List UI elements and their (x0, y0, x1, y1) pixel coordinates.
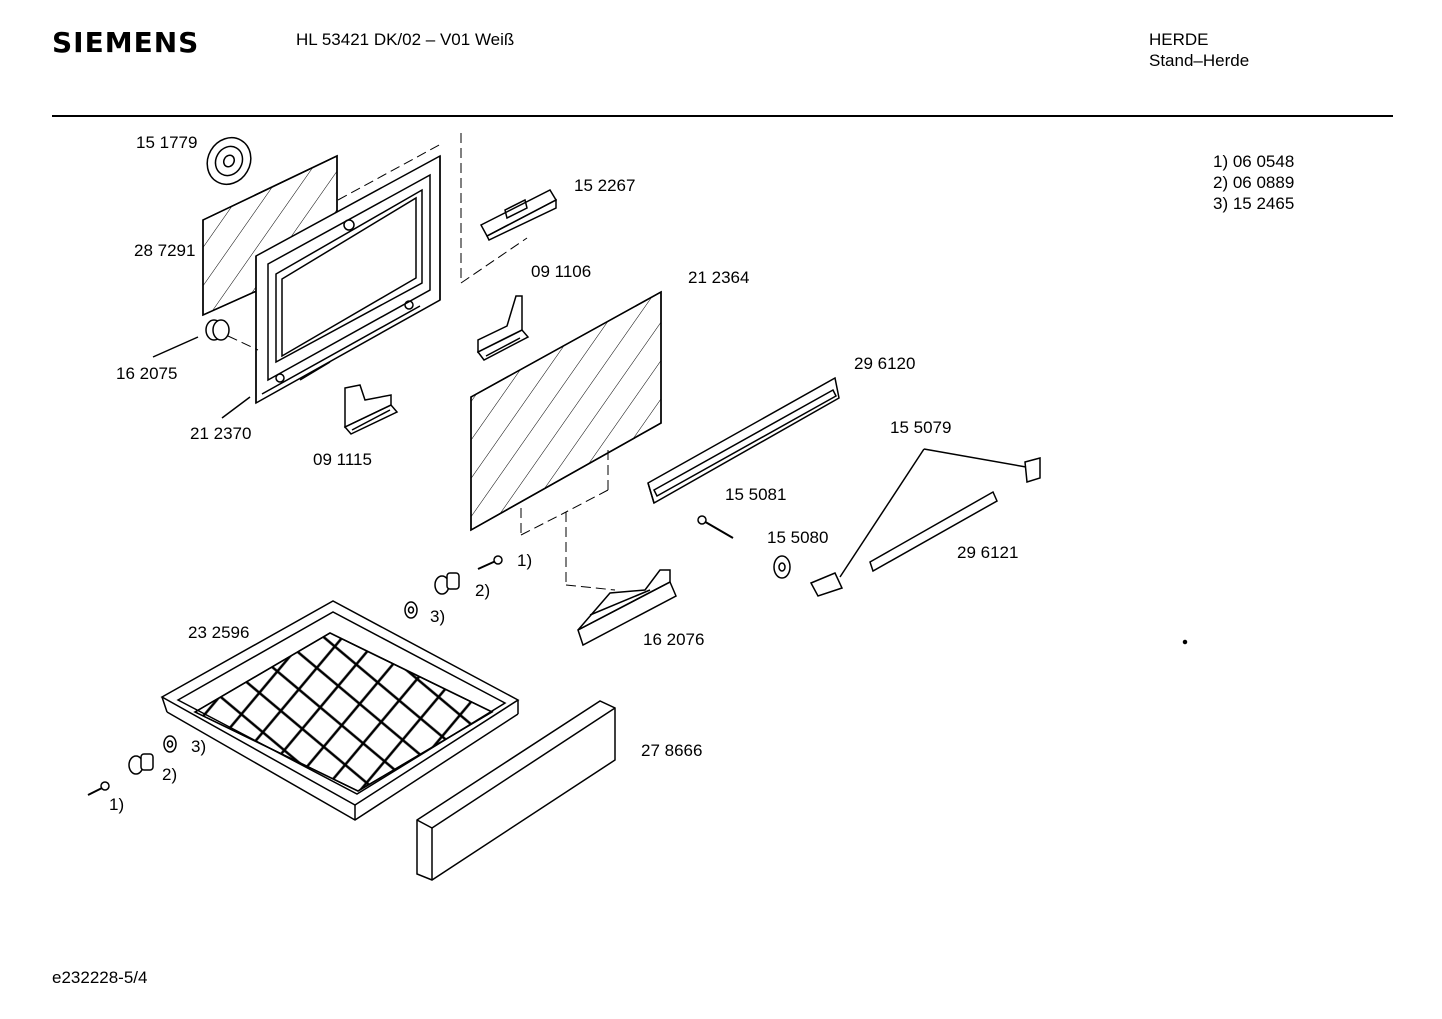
callout-label: 2) (475, 581, 491, 600)
callout-label: 3) (191, 737, 207, 756)
hardware-lower (87, 735, 177, 796)
drawer-tray-part (160, 600, 520, 821)
hinge-bracket-part (577, 569, 677, 647)
drawer-front-panel-part (416, 700, 616, 881)
subcategory-label: Stand–Herde (1149, 51, 1250, 70)
door-frame-part (255, 154, 441, 405)
guide-lines (227, 133, 616, 591)
small-cap-part (205, 319, 230, 341)
latch-part (479, 189, 558, 241)
part-label: 16 2075 (116, 364, 178, 383)
hardware-upper (404, 555, 503, 619)
part-label: 23 2596 (188, 623, 250, 642)
model-title: HL 53421 DK/02 – V01 Weiß (296, 30, 515, 49)
callout-label: 2) (162, 765, 178, 784)
callout-label: 3) (430, 607, 446, 626)
leader-212370 (221, 396, 251, 419)
end-cap-part (809, 448, 1041, 597)
hinge-upper-part (476, 295, 530, 361)
hinge-lower-part (343, 384, 399, 435)
part-label: 29 6120 (854, 354, 916, 373)
screw-part (697, 515, 734, 539)
stray-dot (1182, 639, 1188, 645)
part-label: 27 8666 (641, 741, 703, 760)
part-label: 16 2076 (643, 630, 705, 649)
part-label: 15 5080 (767, 528, 829, 547)
part-label: 09 1115 (313, 450, 372, 469)
document-code: e232228-5/4 (52, 968, 148, 987)
note-2: 2) 06 0889 (1213, 173, 1295, 192)
note-1: 1) 06 0548 (1213, 152, 1295, 171)
part-label: 15 1779 (136, 133, 198, 152)
part-label: 15 5081 (725, 485, 787, 504)
part-label: 21 2364 (688, 268, 750, 287)
part-label: 29 6121 (957, 543, 1019, 562)
part-label: 15 5079 (890, 418, 952, 437)
header-divider (52, 115, 1393, 117)
part-label: 15 2267 (574, 176, 636, 195)
callout-label: 1) (517, 551, 533, 570)
washer-part (773, 555, 791, 579)
rail-part (647, 376, 840, 505)
outer-glass-pane-part (470, 290, 662, 532)
part-label: 21 2370 (190, 424, 252, 443)
category-label: HERDE (1149, 30, 1209, 49)
brand-logo: SIEMENS (52, 26, 200, 59)
leader-162075 (152, 336, 199, 358)
part-label: 09 1106 (531, 262, 592, 281)
note-3: 3) 15 2465 (1213, 194, 1295, 213)
callout-label: 1) (109, 795, 125, 814)
knob-cap-part (206, 136, 252, 186)
strip-part (869, 490, 998, 573)
part-label: 28 7291 (134, 241, 196, 260)
